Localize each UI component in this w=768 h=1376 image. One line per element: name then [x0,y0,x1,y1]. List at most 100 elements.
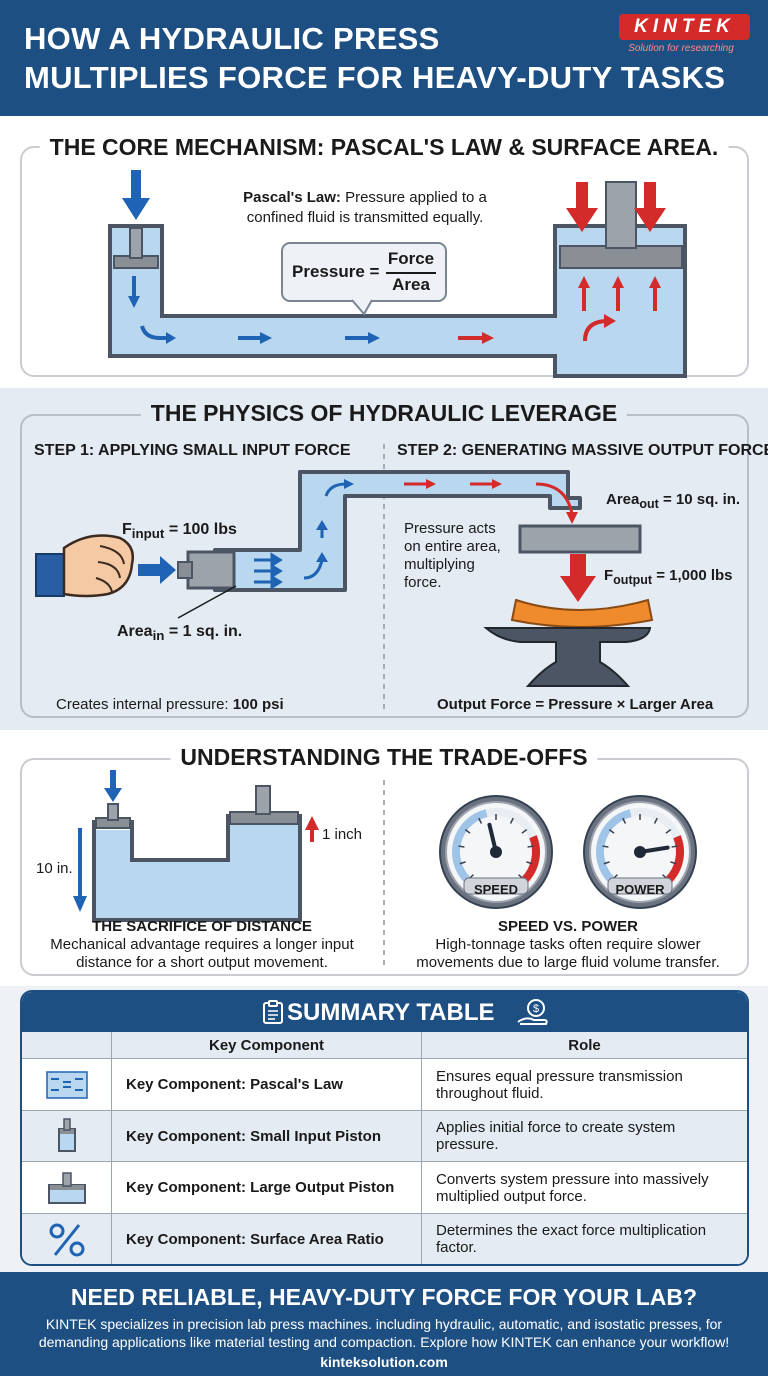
page-title-line1: HOW A HYDRAULIC PRESS [24,21,440,56]
area-in-main: Area [117,623,153,640]
flow-arrowhead-2 [260,332,272,344]
speed-gauge-label: SPEED [473,882,519,897]
header-banner: HOW A HYDRAULIC PRESS MULTIPLIES FORCE F… [0,0,768,116]
speed-power-heading: SPEED VS. POWER [497,918,639,935]
flow-arrowhead-curve [166,332,176,344]
f-output-val: = 1,000 lbs [656,567,733,584]
input-piston-rod [177,561,193,579]
row-component: Key Component: Pascal's Law [112,1059,422,1110]
u-vessel-walls [92,814,302,922]
percent-icon [49,1223,84,1257]
flow-arrowhead-4 [482,332,494,344]
formula-lhs: Pressure = [292,262,380,281]
small-piston-icon [57,1118,76,1152]
row-role: Determines the exact force multiplicatio… [422,1214,747,1265]
row-component: Key Component: Surface Area Ratio [112,1213,422,1264]
f-input-label: Finput = 100 lbs [122,521,237,541]
logo-tagline: Solution for researching [628,43,734,54]
flow-arrowhead-3 [368,332,380,344]
area-out-val: = 10 sq. in. [662,491,741,508]
physics-section: THE PHYSICS OF HYDRAULIC LEVERAGE STEP 1… [0,388,768,730]
gauges [439,795,697,909]
footer-text-2: demanding applications like material tes… [38,1334,730,1350]
pressure-note-3: multiplying [404,556,475,573]
row-icon-cell [22,1059,112,1110]
speed-gauge-icon [439,795,553,909]
speed-power-text: High-tonnage tasks often require slower … [388,936,748,972]
flow-arrow-curve [140,325,168,340]
workpiece [510,598,654,628]
large-piston [559,245,683,269]
summary-table: SUMMARY TABLE $ Key Component Role Key C… [20,990,749,1266]
pipe-top-curve-head [344,479,354,489]
clipboard-icon [263,1000,283,1024]
pascals-law-icon [45,1070,88,1099]
pascal-law-line1: Pressure applied to a [345,189,487,206]
red-flow-curve-head [604,314,616,328]
red-curve-down [535,482,574,515]
flow-arrowhead-down [128,296,140,308]
tradeoffs-section: UNDERSTANDING THE TRADE-OFFS 10 in. 1 in… [0,730,768,986]
anvil-icon [483,627,652,687]
output-distance-label: 1 inch [322,826,363,843]
pressure-note-2: on entire area, [404,538,501,555]
internal-pressure-text: Creates internal pressure: 100 psi [56,696,284,713]
internal-pressure-label: Creates internal pressure: [56,696,229,713]
pascal-law-text-1: Pascal's Law: Pressure applied to a [225,189,505,206]
area-in-pointer [177,585,237,619]
footer-text-1: KINTEK specializes in precision lab pres… [45,1316,723,1332]
row-role-line2: throughout fluid. [436,1084,544,1102]
output-force-arrow [560,554,596,602]
f-output-sub: output [613,573,653,587]
up-arrowhead-3 [649,276,661,288]
pressure-note-1: Pressure acts [404,520,496,537]
row-role-line1: Converts system pressure into massively [436,1170,709,1188]
row-role-line2: pressure. [436,1136,499,1153]
red-top-arrowhead-2 [492,479,502,489]
power-gauge-label: POWER [615,882,665,897]
red-top-arrowhead-1 [426,479,436,489]
footer-cta: NEED RELIABLE, HEAVY-DUTY FORCE FOR YOUR… [0,1272,768,1376]
distance-text-2: distance for a short output movement. [76,954,328,971]
distance-text-1: Mechanical advantage requires a longer i… [50,936,354,953]
footer-url-link[interactable]: kinteksolution.com [320,1354,448,1370]
input-distance-label: 10 in. [36,860,73,877]
chamber-arrows [254,552,283,590]
pressure-note-4: force. [404,574,442,591]
f-output-label: Foutput = 1,000 lbs [604,567,733,587]
up-arrowhead-1 [578,276,590,288]
fist-icon [62,534,134,598]
leverage-diagram [35,444,654,710]
output-plate [518,524,642,554]
row-role-line2: factor. [436,1239,477,1256]
f-input-sub: input [131,526,165,542]
speed-power-text-2: movements due to large fluid volume tran… [416,954,720,971]
pipe-curve-arrow [303,559,324,580]
small-piston-rod [129,227,143,259]
formula-bubble-tail [351,299,373,316]
svg-text:$: $ [533,1003,539,1015]
distance-text: Mechanical advantage requires a longer i… [20,936,384,972]
area-in-val: = 1 sq. in. [168,623,243,640]
pascal-press-diagram [108,170,687,378]
tradeoffs-title: UNDERSTANDING THE TRADE-OFFS [170,744,598,771]
row-icon-cell [22,1162,112,1213]
pipe-curve-arrowhead [316,552,328,562]
push-arrow [138,556,176,584]
table-row: Key Component: Pascal's Law Ensures equal… [22,1058,747,1110]
large-piston-rod [605,181,637,249]
row-role-line1: Ensures equal pressure transmission [436,1067,683,1085]
pascal-law-text-2: confined fluid is transmitted equally. [246,209,484,226]
f-output-main: F [604,567,614,584]
sleeve [35,553,65,597]
core-section: THE CORE MECHANISM: PASCAL'S LAW & SURFA… [0,116,768,388]
output-formula: Output Force = Pressure × Larger Area [437,696,714,713]
step1-heading: STEP 1: APPLYING SMALL INPUT FORCE [34,442,351,459]
kintek-logo[interactable]: KINTEK [619,14,750,40]
formula-numerator: Force [387,249,435,268]
up-arrowhead-2 [612,276,624,288]
area-out-sub: out [639,497,659,511]
